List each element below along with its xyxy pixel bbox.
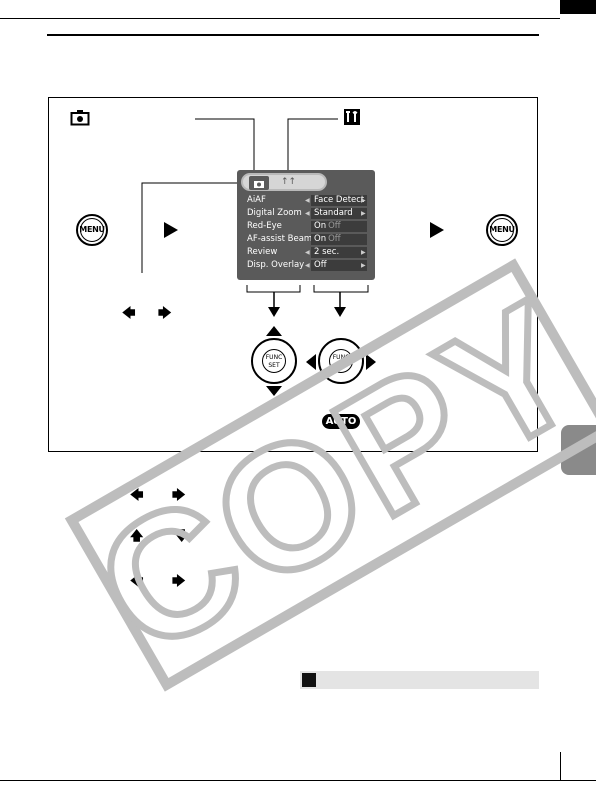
left-right-arrows-icon [306, 354, 376, 370]
right-arrow-icon: 🡆 [158, 306, 172, 321]
menu-value: Off [311, 260, 367, 271]
left-arrow-icon: 🡄 [130, 488, 144, 503]
down-arrow-icon: 🡇 [175, 529, 189, 544]
caret-right-icon: ▶ [361, 197, 366, 204]
menu-value-on: On [314, 234, 327, 244]
camera-icon [70, 110, 90, 126]
menu-value-off: Off [328, 234, 341, 244]
bottom-rule [0, 780, 596, 781]
right-arrow-icon: 🡆 [172, 574, 186, 589]
top-rule [0, 18, 560, 19]
control-dial-up-down[interactable]: FUNC SET [251, 338, 297, 384]
caret-left-icon: ◀ [305, 197, 310, 204]
menu-button-left[interactable]: MENU [76, 214, 108, 246]
menu-label: Review [247, 247, 278, 257]
watermark-text: COPY [67, 263, 596, 692]
play-arrow-icon [164, 222, 178, 238]
menu-button-right[interactable]: MENU [486, 214, 518, 246]
func-set-label: FUNC SET [265, 354, 283, 369]
note-header-bar [300, 671, 539, 689]
caret-left-icon: ◀ [305, 249, 310, 256]
caret-right-icon: ▶ [361, 262, 366, 269]
caret-right-icon: ▶ [361, 249, 366, 256]
menu-label: Red-Eye [247, 221, 282, 231]
right-arrow-icon: 🡆 [172, 488, 186, 503]
setup-tab-icon: ↑↑ [281, 177, 297, 187]
auto-mode-badge: AUTO [322, 414, 360, 429]
play-arrow-icon [430, 222, 444, 238]
camera-tab [249, 176, 269, 190]
bottom-right-tick [560, 752, 561, 780]
title-rule [47, 34, 539, 36]
menu-row-review: Review ◀ 2 sec. ▶ [245, 247, 369, 258]
up-arrow-icon: 🡅 [130, 529, 144, 544]
caret-left-icon: ◀ [305, 210, 310, 217]
menu-label: Digital Zoom [247, 208, 302, 218]
menu-value-off: Off [328, 221, 341, 231]
left-arrow-icon: 🡄 [122, 306, 136, 321]
func-set-button[interactable]: FUNC SET [262, 349, 286, 373]
menu-value: 2 sec. [311, 247, 367, 258]
chapter-tab-top [560, 0, 596, 14]
caret-left-icon: ◀ [305, 262, 310, 269]
menu-value: Face Detect [311, 195, 367, 206]
menu-value: Standard [311, 208, 367, 219]
menu-label: AiAF [247, 195, 266, 205]
menu-button-label: MENU [489, 225, 515, 234]
caret-right-icon: ▶ [361, 210, 366, 217]
menu-label: Disp. Overlay [247, 260, 305, 270]
menu-row-aiaf: AiAF ◀ Face Detect ▶ [245, 195, 369, 206]
diagram-frame [48, 97, 538, 452]
left-arrow-icon: 🡄 [130, 574, 144, 589]
up-down-arrows-icon [266, 326, 282, 396]
menu-button-label: MENU [79, 225, 105, 234]
note-square-icon [302, 673, 316, 687]
menu-row-digital-zoom: Digital Zoom ◀ Standard ▶ [245, 208, 369, 219]
tools-icon [344, 109, 360, 125]
menu-row-disp-overlay: Disp. Overlay ◀ Off ▶ [245, 260, 369, 271]
menu-label: AF-assist Beam [247, 234, 313, 244]
menu-value-on: On [314, 221, 327, 231]
